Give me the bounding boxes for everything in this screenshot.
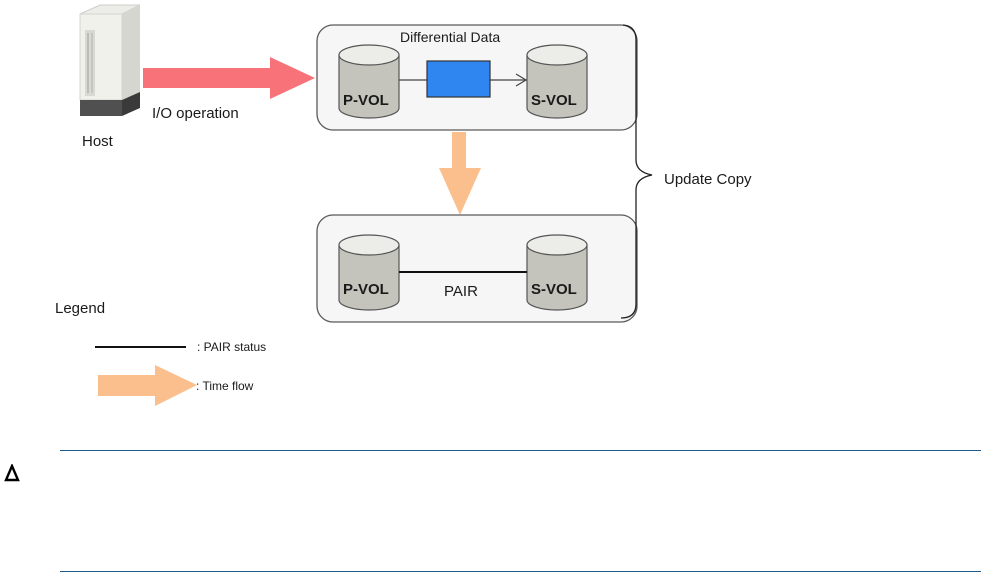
differential-arrowhead-icon [515, 73, 528, 87]
differential-data-title: Differential Data [400, 29, 500, 45]
update-copy-label: Update Copy [664, 171, 752, 188]
io-operation-arrow [143, 57, 315, 99]
host-label: Host [82, 133, 114, 150]
differential-data-block [426, 60, 491, 98]
svol-cylinder-icon [526, 44, 588, 119]
svol-cylinder-icon [526, 234, 588, 311]
time-flow-arrow [439, 132, 481, 215]
legend-title: Legend [55, 300, 105, 317]
update-copy-diagram: Host I/O operation Differential Data P-V… [55, 4, 752, 406]
bottom-pvol-label: P-VOL [343, 281, 389, 298]
update-copy-brace [620, 24, 653, 319]
host-server-icon [79, 4, 141, 116]
notice-top-rule [60, 450, 981, 451]
bottom-svol-label: S-VOL [531, 281, 577, 298]
legend-time-flow-label: : Time flow [196, 379, 254, 393]
legend-pair-status-label: : PAIR status [197, 340, 266, 354]
top-svol-label: S-VOL [531, 92, 577, 109]
pair-label: PAIR [444, 283, 478, 300]
caution-triangle-icon [4, 464, 20, 482]
pvol-cylinder-icon [338, 234, 400, 311]
pvol-cylinder-icon [338, 44, 400, 119]
legend-time-flow-arrow [98, 365, 197, 406]
top-pvol-label: P-VOL [343, 92, 389, 109]
io-operation-label: I/O operation [152, 105, 239, 122]
